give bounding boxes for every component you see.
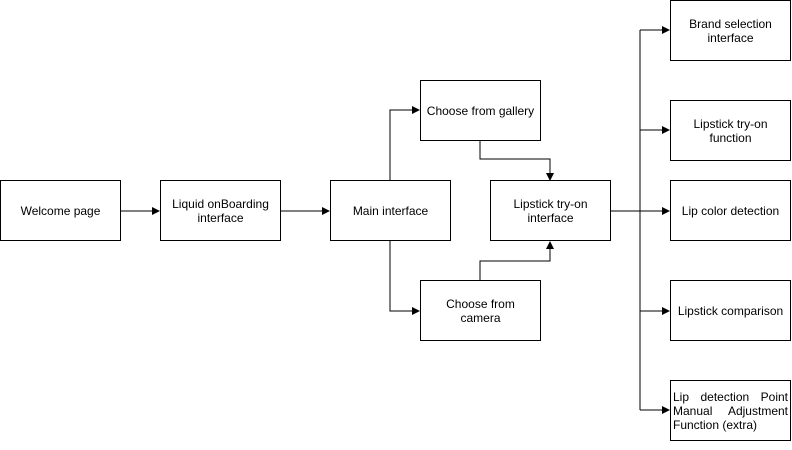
node-manual-adjustment-label: Lip detection Point Manual Adjustment Fu…	[673, 389, 788, 432]
node-welcome-page-label: Welcome page	[20, 203, 101, 218]
node-lip-color-detection: Lip color detection	[670, 180, 791, 241]
edge-main-to-gallery	[389, 106, 420, 181]
node-brand-selection-label: Brand selection interface	[689, 16, 772, 45]
node-manual-adjustment: Lip detection Point Manual Adjustment Fu…	[670, 380, 791, 441]
node-brand-selection: Brand selection interface	[670, 0, 791, 61]
node-tryon-interface: Lipstick try-on interface	[490, 180, 611, 241]
node-welcome-page: Welcome page	[0, 180, 121, 241]
node-choose-camera: Choose from camera	[420, 280, 541, 341]
node-tryon-function: Lipstick try-on function	[670, 100, 791, 161]
node-tryon-function-label: Lipstick try-on function	[693, 116, 768, 145]
node-choose-gallery-label: Choose from gallery	[426, 103, 535, 118]
edge-gallery-to-tryon	[479, 140, 554, 181]
node-onboarding: Liquid onBoarding interface	[160, 180, 281, 241]
node-lipstick-comparison: Lipstick comparison	[670, 280, 791, 341]
node-lip-color-detection-label: Lip color detection	[681, 203, 780, 218]
node-choose-gallery: Choose from gallery	[420, 80, 541, 141]
edge-main-to-camera	[389, 241, 420, 315]
edge-camera-to-tryon	[479, 241, 554, 281]
node-lipstick-comparison-label: Lipstick comparison	[677, 303, 784, 318]
node-main-interface-label: Main interface	[352, 203, 429, 218]
node-onboarding-label: Liquid onBoarding interface	[172, 196, 269, 225]
node-main-interface: Main interface	[330, 180, 451, 241]
node-choose-camera-label: Choose from camera	[446, 296, 515, 325]
node-tryon-interface-label: Lipstick try-on interface	[513, 196, 588, 225]
